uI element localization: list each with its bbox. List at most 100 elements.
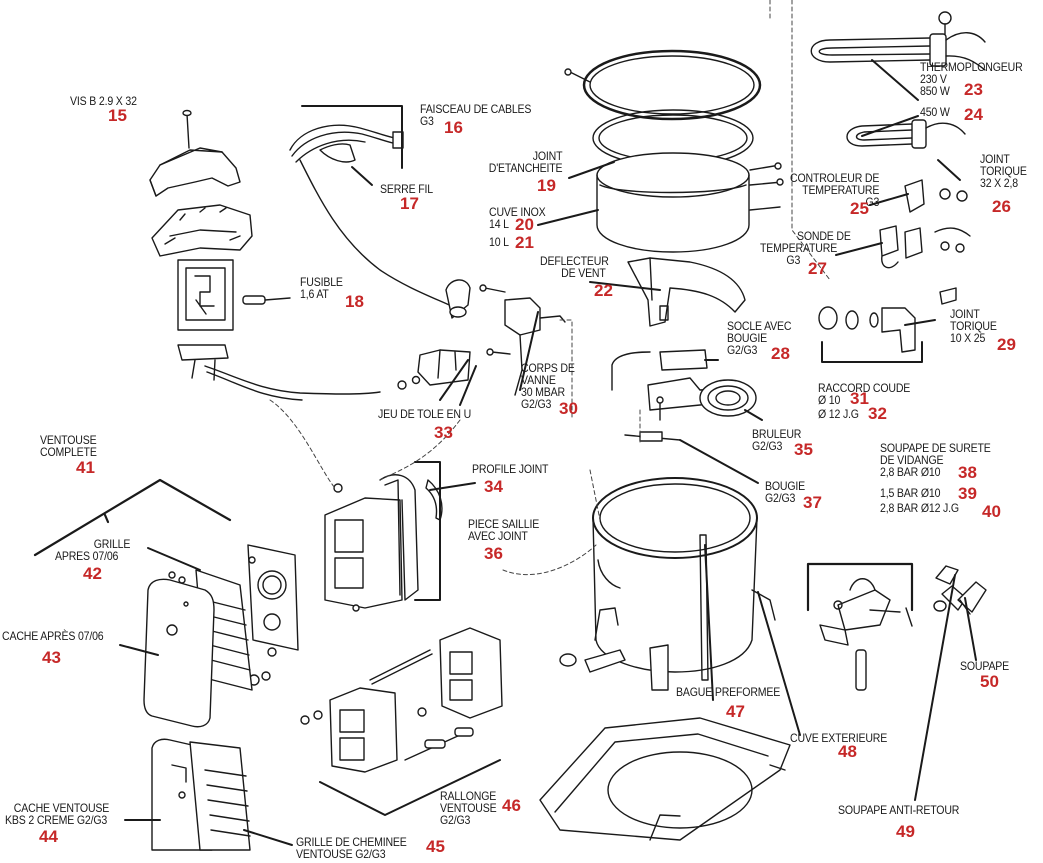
- callout-40-safety-valve-28bar-12: 2,8 BAR Ø12 J.G 40: [880, 501, 1001, 521]
- control-panel-plate-drawing: [177, 259, 234, 331]
- callout-33-u-plate-set: JEU DE TOLE EN U 33: [378, 408, 484, 442]
- part-number: 43: [42, 648, 61, 667]
- part-label: CUVE EXTERIEURE: [790, 731, 888, 745]
- part-number: 50: [980, 672, 999, 691]
- part-label: CACHE APRÈS 07/06: [2, 629, 104, 643]
- part-number: 26: [992, 197, 1011, 216]
- callout-39-safety-valve-15bar: 1,5 BAR Ø10 39: [880, 485, 977, 503]
- part-number: 18: [345, 292, 364, 311]
- part-number: 45: [426, 837, 445, 856]
- safety-valve-drawing: [819, 578, 913, 691]
- part-number: 47: [726, 702, 745, 721]
- part-number: 23: [964, 80, 983, 99]
- part-number: 17: [400, 194, 419, 213]
- safety-valve-group-bracket: [806, 562, 914, 612]
- callout-17-cable-tie: SERRE FIL 17: [380, 183, 440, 213]
- part-number: 46: [502, 796, 521, 815]
- part-number: 28: [771, 344, 790, 363]
- part-label: 2,8 BAR Ø12 J.G: [880, 501, 959, 515]
- callout-32-elbow-fitting-12: Ø 12 J.G 32: [818, 405, 887, 423]
- part-label: 450 W: [920, 105, 950, 119]
- part-label: BAGUE PREFORMEE: [676, 685, 781, 699]
- vent-extension-drawing: [300, 627, 503, 773]
- outer-tank-drawing: [559, 477, 776, 691]
- part-number: 40: [982, 502, 1001, 521]
- part-number: 41: [76, 458, 95, 477]
- inner-tank-assembly-drawing: [564, 49, 784, 253]
- cable-harness-drawing: [289, 124, 461, 311]
- vent-cover-drawing: [143, 578, 215, 728]
- valve-drawing: [957, 581, 987, 615]
- complete-vent-drawing: [247, 544, 299, 686]
- harness-group-bracket: [301, 105, 403, 169]
- chimney-grille-drawing: [189, 741, 251, 851]
- assembly-dashed-lines: [269, 0, 831, 576]
- base-tray-drawing: [539, 717, 791, 841]
- connector-drawing: [177, 344, 381, 401]
- callout-48-outer-tank: CUVE EXTERIEURE 48: [790, 732, 900, 761]
- elbow-fitting-drawing: [818, 287, 957, 353]
- heater-450w-drawing: [846, 119, 966, 149]
- part-label: SERRE FIL: [380, 182, 433, 196]
- part-number: 24: [964, 105, 983, 124]
- wind-deflector-drawing: [627, 257, 746, 327]
- callout-34-profile-seal: PROFILE JOINT 34: [472, 463, 559, 496]
- part-number: 42: [83, 564, 102, 583]
- burner-assembly-drawing: [611, 349, 757, 442]
- extension-group-bracket: [319, 759, 501, 816]
- part-label: 1,5 BAR Ø10: [880, 486, 941, 500]
- gas-valve-body-drawing: [479, 284, 566, 396]
- callout-15-screw: VIS B 2.9 X 32 15: [70, 95, 146, 125]
- part-number: 37: [803, 493, 822, 512]
- part-number: 30: [559, 399, 578, 418]
- part-number: 29: [997, 335, 1016, 354]
- part-number: 34: [484, 477, 503, 496]
- part-number: 19: [537, 176, 556, 195]
- leader-lines: [119, 59, 977, 846]
- part-number: 32: [868, 404, 887, 423]
- part-number: 48: [838, 742, 857, 761]
- housing-top-cover-drawing: [149, 147, 241, 197]
- flue-outlet-group-bracket: [414, 461, 441, 601]
- part-number: 44: [39, 827, 58, 846]
- part-label: SOUPAPE ANTI-RETOUR: [838, 803, 960, 817]
- part-label: PROFILE JOINT: [472, 462, 549, 476]
- part-label: VIS B 2.9 X 32: [70, 94, 137, 108]
- part-label: Ø 12 J.G: [818, 407, 859, 421]
- part-number: 39: [958, 484, 977, 503]
- part-label: 10 L: [489, 235, 509, 249]
- part-number: 36: [484, 544, 503, 563]
